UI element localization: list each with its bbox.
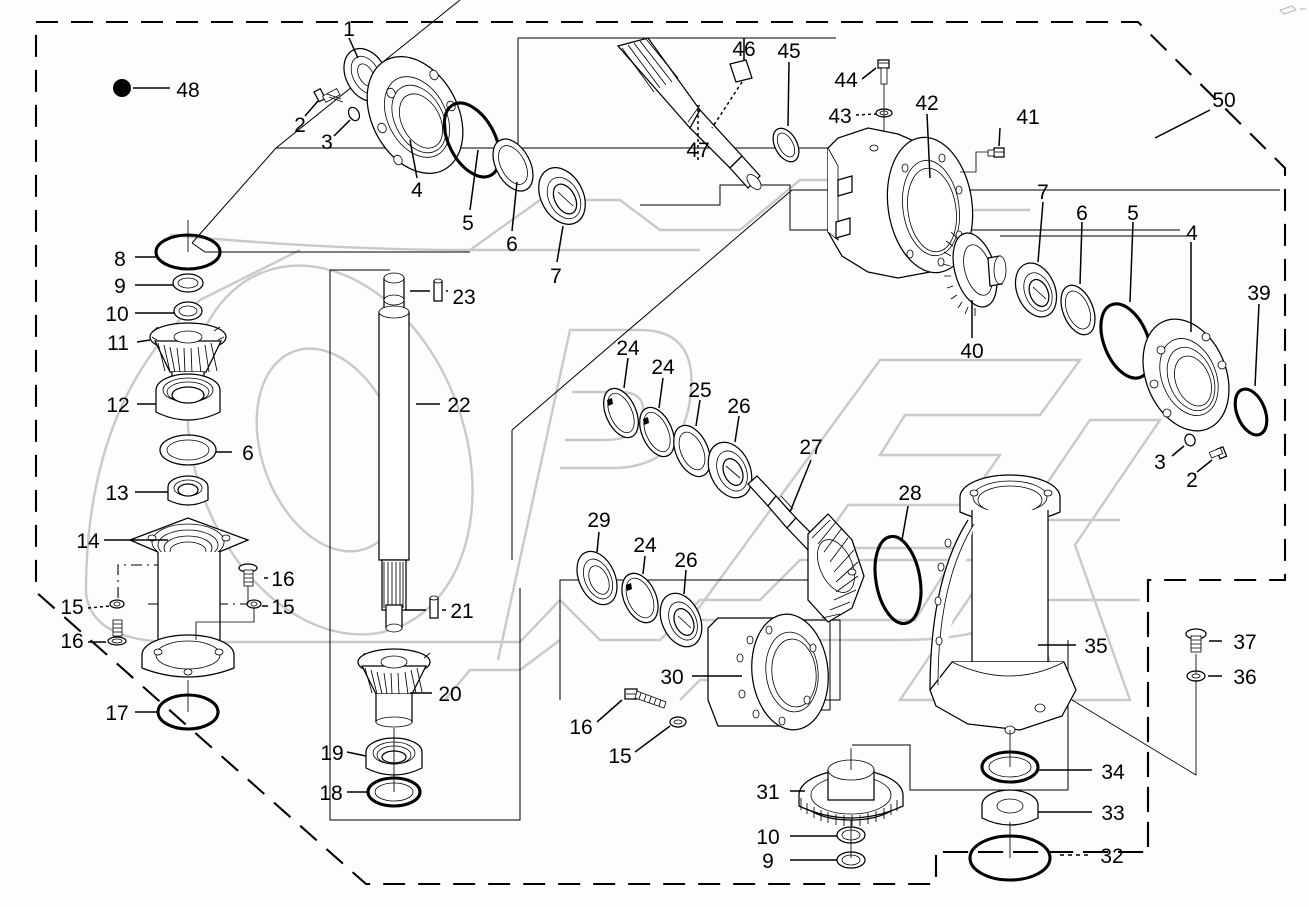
callout-number: 35 (1084, 635, 1107, 658)
callout-number: 9 (114, 275, 126, 298)
callout-number: 15 (608, 745, 631, 768)
callout-number: 14 (76, 530, 100, 553)
callout-number: 43 (828, 105, 851, 128)
assembly-pinion-upper (603, 357, 923, 626)
assembly-top-left (304, 37, 586, 263)
callout-number: 40 (960, 340, 983, 363)
corner-marks (1279, 5, 1306, 15)
callout-number: 10 (756, 826, 779, 849)
callout-number: 7 (1037, 181, 1049, 204)
callout-number: 32 (1100, 845, 1123, 868)
callout-number: 31 (756, 781, 779, 804)
callout-number: 50 (1212, 89, 1235, 112)
assembly-right (942, 201, 1269, 473)
callout-number: 46 (732, 38, 755, 61)
callout-number: 20 (438, 683, 461, 706)
callout-number: 24 (616, 337, 640, 360)
callout-leader-50 (1154, 109, 1211, 139)
callout-number: 7 (550, 265, 562, 288)
callout-number: 41 (1016, 106, 1039, 129)
callout-number: 11 (107, 332, 129, 355)
callout-number: 25 (688, 379, 711, 402)
callout-number: 13 (105, 482, 128, 505)
outer-boundary-dashed (34, 20, 1287, 886)
callout-number: 39 (1247, 282, 1270, 305)
callout-labels: 1 2 3 4 5 6 7 8 9 10 11 12 6 13 14 15 16… (60, 18, 1270, 873)
callout-number: 42 (915, 92, 938, 115)
callout-number: 45 (777, 40, 800, 63)
callout-number: 36 (1233, 666, 1256, 689)
callout-number: 24 (633, 534, 657, 557)
callout-number: 33 (1101, 802, 1124, 825)
callout-number: 6 (242, 442, 254, 465)
callout-number: 48 (176, 79, 199, 102)
callout-number: 18 (319, 782, 342, 805)
callout-number: 37 (1233, 631, 1256, 654)
callout-number: 2 (1186, 469, 1198, 492)
callout-number: 1 (343, 18, 355, 41)
assembly-top-center (616, 37, 800, 190)
callout-number: 10 (105, 303, 128, 326)
callout-number: 15 (60, 596, 83, 619)
callout-number: 16 (569, 716, 592, 739)
callout-number: 26 (727, 395, 750, 418)
callout-number: 26 (674, 549, 697, 572)
assembly-tube-housing-35 (929, 474, 1222, 882)
part-42-housing (827, 113, 974, 279)
callout-number: 27 (799, 436, 822, 459)
callout-number: 15 (271, 596, 294, 619)
callout-number: 12 (106, 394, 129, 417)
callout-number: 8 (114, 248, 126, 271)
callout-number: 2 (294, 114, 306, 137)
callout-number: 23 (452, 286, 475, 309)
callout-number: 5 (462, 212, 474, 235)
part-41-bolt (960, 127, 1005, 173)
callout-number: 21 (450, 600, 473, 623)
callout-number: 6 (506, 233, 518, 256)
assembly-left-column (87, 220, 268, 731)
callout-number: 28 (898, 482, 921, 505)
callout-number: 3 (1154, 451, 1166, 474)
callout-number: 29 (587, 509, 610, 532)
assembly-center-shaft (346, 272, 448, 808)
callout-number: 24 (651, 356, 675, 379)
assembly-pinion-lower (576, 531, 904, 869)
callout-number: 19 (320, 742, 343, 765)
callout-number: 22 (447, 394, 470, 417)
callout-number: 44 (834, 69, 858, 92)
callout-number: 4 (411, 179, 423, 202)
callout-number: 5 (1127, 202, 1139, 225)
callout-number: 4 (1186, 222, 1198, 245)
callout-number: 3 (321, 131, 333, 154)
callout-number: 9 (762, 850, 774, 873)
callout-number: 30 (660, 666, 683, 689)
callout-number: 34 (1101, 761, 1125, 784)
callout-number: 6 (1076, 202, 1088, 225)
callout-number: 47 (686, 139, 709, 162)
callout-number: 16 (60, 630, 83, 653)
callout-number: 17 (105, 702, 128, 725)
part-48-marker (113, 79, 170, 97)
callout-number: 16 (271, 568, 294, 591)
